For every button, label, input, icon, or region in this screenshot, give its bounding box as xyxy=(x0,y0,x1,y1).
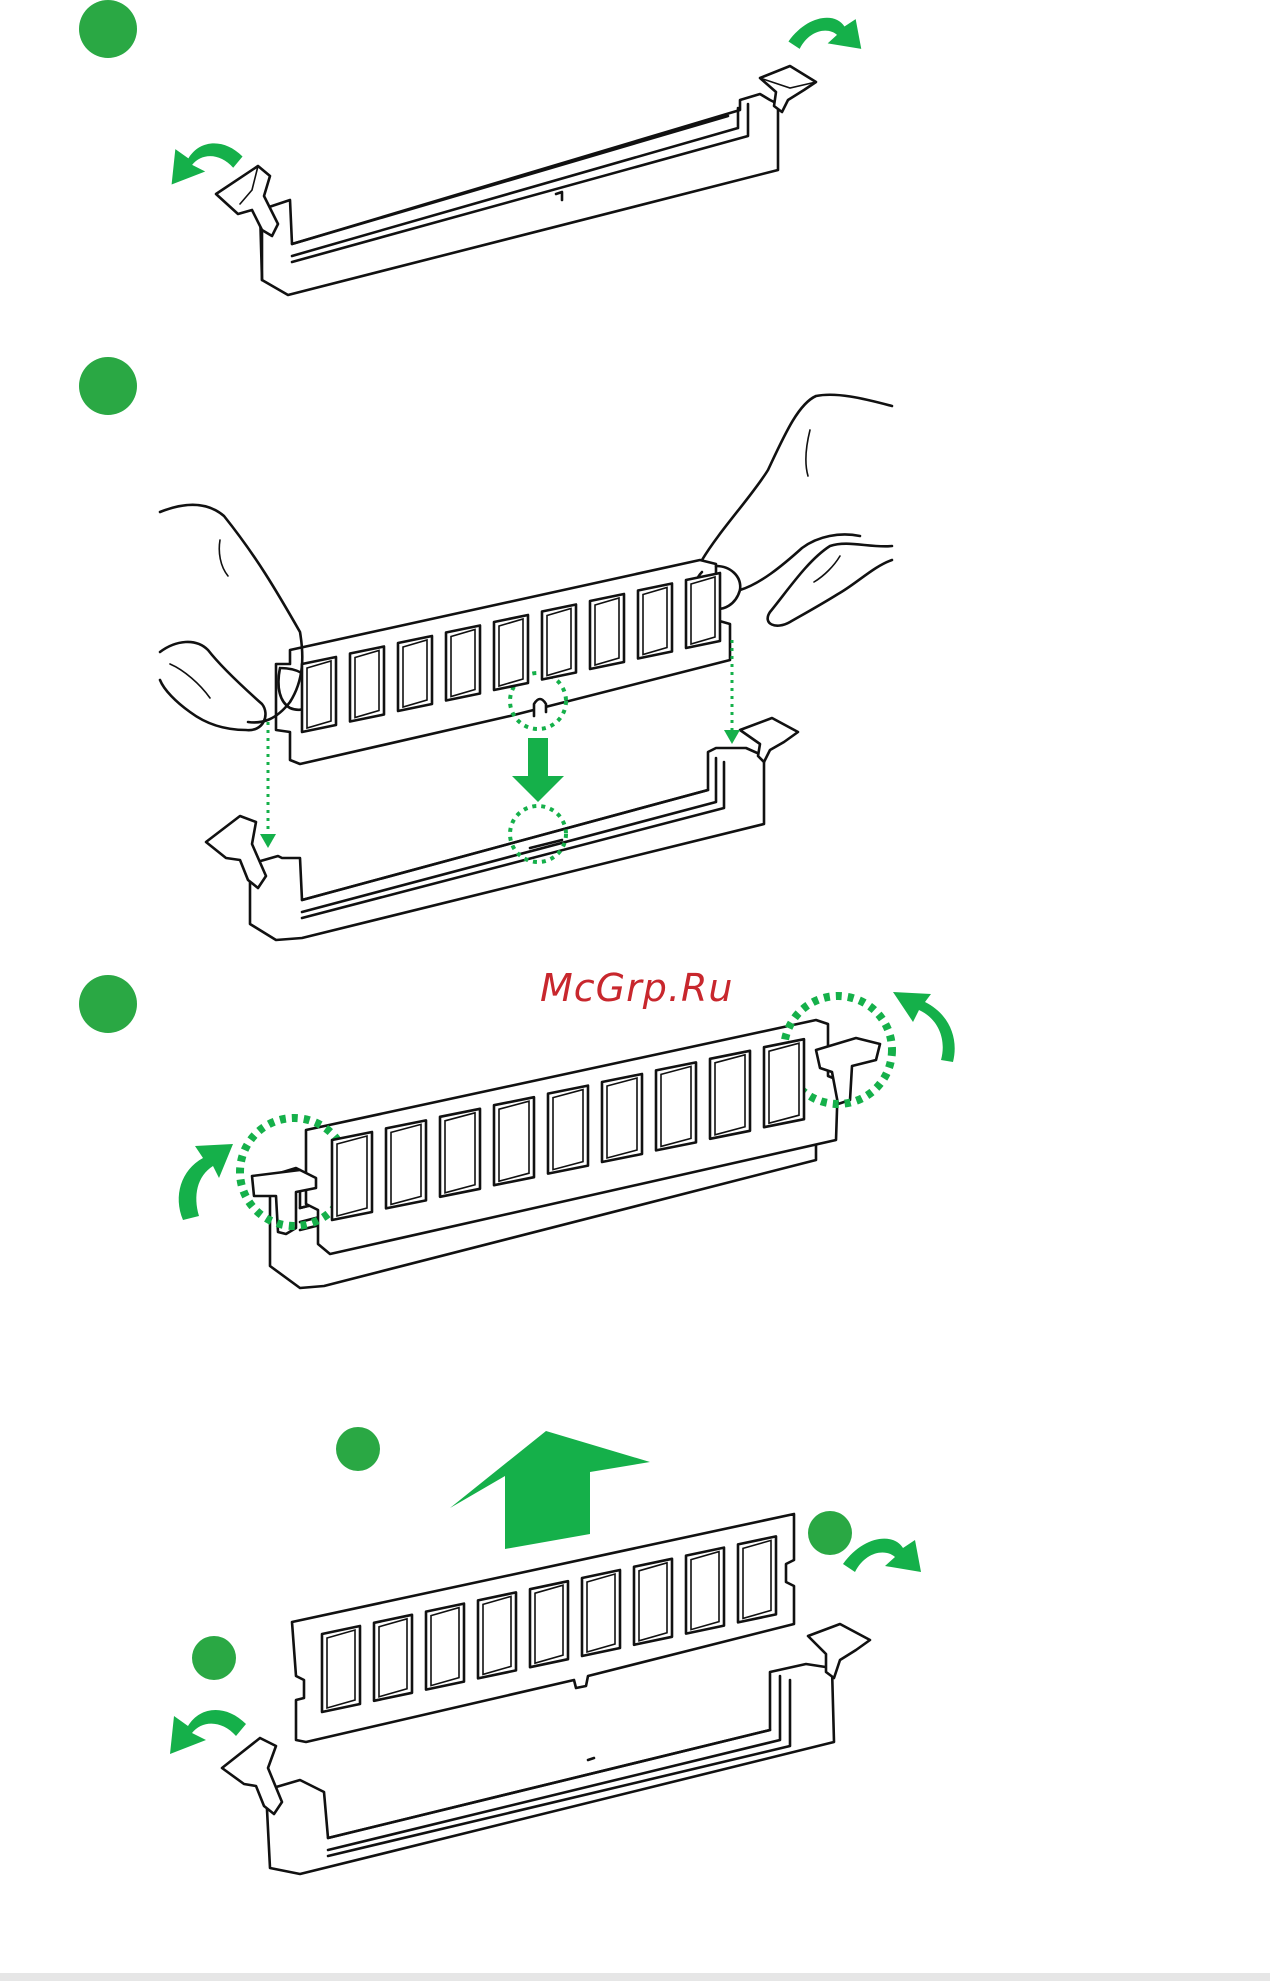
memory-chip xyxy=(440,1109,480,1197)
left-latch-open-4 xyxy=(222,1738,282,1814)
removal-step-marker-right xyxy=(808,1511,852,1555)
memory-chip xyxy=(386,1120,426,1208)
release-left-arrow-icon xyxy=(170,1710,246,1754)
lock-left-arrow-icon xyxy=(179,1144,233,1220)
remove-up-arrow-icon xyxy=(450,1431,650,1549)
memory-chip xyxy=(494,1097,534,1185)
memory-chip xyxy=(656,1062,696,1150)
left-latch-open xyxy=(216,166,278,236)
removal-step-marker-top xyxy=(336,1427,380,1471)
memory-chip xyxy=(548,1086,588,1174)
step-1 xyxy=(79,0,861,295)
right-hand xyxy=(695,395,892,626)
rotate-left-arrow-icon xyxy=(172,143,243,184)
page-bottom-bar xyxy=(0,1973,1270,1981)
left-hand xyxy=(160,505,316,730)
step-1-marker xyxy=(79,0,137,58)
watermark-text: McGrp.Ru xyxy=(540,966,733,1010)
removal-step-marker-left xyxy=(192,1636,236,1680)
release-right-arrow-icon xyxy=(843,1539,921,1572)
dimm-slot-1 xyxy=(260,94,778,295)
left-latch-open-2 xyxy=(206,816,266,888)
lock-right-arrow-icon xyxy=(893,992,955,1062)
dimm-slot-2 xyxy=(250,748,764,940)
step-3-marker xyxy=(79,975,137,1033)
memory-chip xyxy=(602,1074,642,1162)
step-2-marker xyxy=(79,357,137,415)
memory-chip xyxy=(764,1039,804,1127)
insert-down-arrow-icon xyxy=(512,738,564,802)
memory-chip xyxy=(332,1132,372,1220)
step-2 xyxy=(79,357,892,940)
rotate-right-arrow-icon xyxy=(788,18,861,49)
memory-chip xyxy=(710,1051,750,1139)
